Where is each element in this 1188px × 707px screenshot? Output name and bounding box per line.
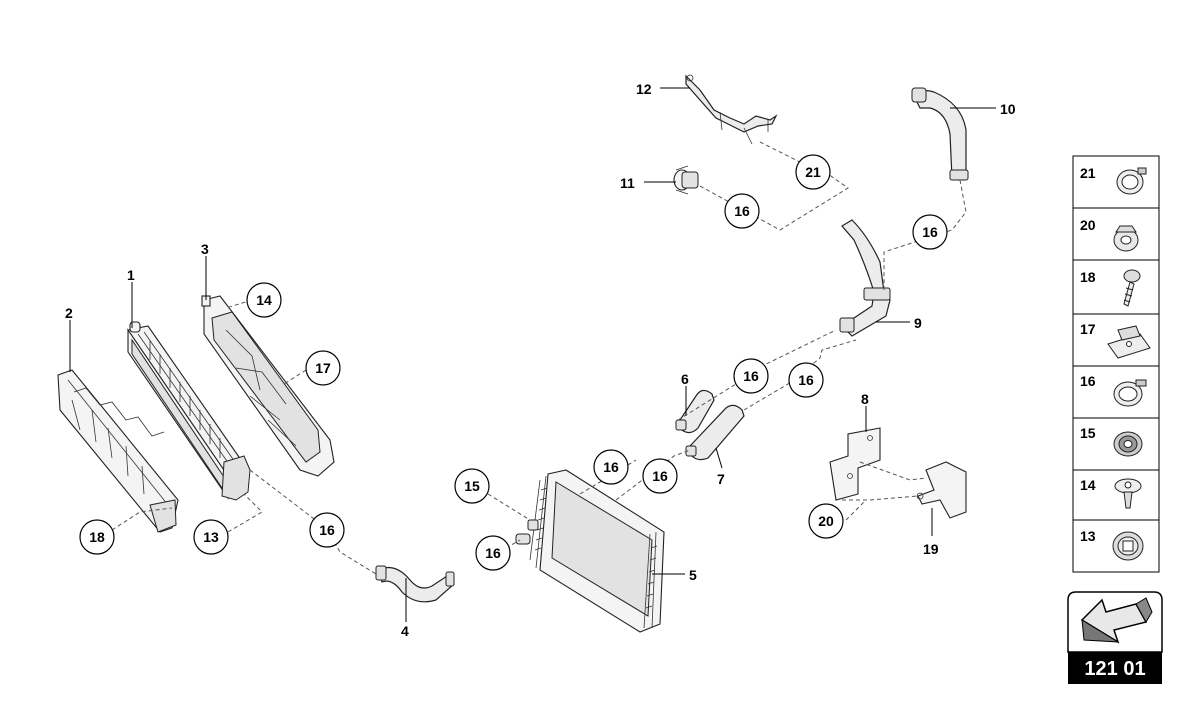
callout-6: 6 (681, 371, 689, 387)
legend-row-17: 17 (1072, 313, 1160, 367)
circled-callout-17: 17 (305, 350, 341, 386)
circled-callout-20: 20 (808, 503, 844, 539)
leader-lines (69, 87, 996, 622)
push-rivet-icon (1114, 478, 1142, 509)
part-radiator-shroud (201, 295, 335, 477)
svg-text:21: 21 (805, 164, 821, 180)
svg-text:17: 17 (1080, 321, 1096, 337)
callout-9: 9 (914, 315, 922, 331)
legend-row-21: 21 (1072, 155, 1160, 209)
part-bracket-8 (829, 427, 881, 501)
circled-callout-16: 16 (593, 449, 629, 485)
rubber-grommet-icon (1112, 531, 1144, 561)
svg-text:16: 16 (734, 203, 750, 219)
part-main-radiator (515, 469, 665, 633)
part-lines-12 (685, 74, 778, 145)
part-lower-hose (375, 565, 455, 603)
circled-callout-21: 21 (795, 154, 831, 190)
svg-text:16: 16 (485, 545, 501, 561)
grommet-icon (1113, 225, 1139, 252)
part-sensor-11 (673, 165, 699, 195)
legend-row-18: 18 (1072, 259, 1160, 315)
callout-3: 3 (201, 241, 209, 257)
circled-callout-18: 18 (79, 519, 115, 555)
legend-row-13: 13 (1072, 519, 1160, 573)
circled-callout-13: 13 (193, 519, 229, 555)
reference-badge: 121 01 (1067, 591, 1163, 684)
callout-11: 11 (620, 175, 635, 191)
svg-text:13: 13 (203, 529, 219, 545)
part-hose-6 (675, 389, 715, 434)
direction-arrow-icon (1080, 597, 1153, 644)
part-bracket-19 (916, 461, 967, 519)
svg-text:14: 14 (256, 292, 272, 308)
callout-8: 8 (861, 391, 869, 407)
svg-text:21: 21 (1080, 165, 1096, 181)
part-side-radiator (127, 321, 251, 501)
legend-row-14: 14 (1072, 469, 1160, 521)
svg-text:17: 17 (315, 360, 331, 376)
circled-callout-16: 16 (309, 512, 345, 548)
legend-row-20: 20 (1072, 207, 1160, 261)
callout-4: 4 (401, 623, 409, 639)
callout-7: 7 (717, 471, 725, 487)
reference-code: 121 01 (1084, 658, 1145, 680)
circled-callouts: 14 17 18 13 16 16 15 16 16 16 16 16 16 2… (79, 154, 948, 571)
svg-text:13: 13 (1080, 528, 1096, 544)
svg-text:16: 16 (743, 368, 759, 384)
svg-text:16: 16 (798, 372, 814, 388)
legend-row-16: 16 (1072, 365, 1160, 419)
callout-1: 1 (127, 267, 135, 283)
callout-19: 19 (923, 541, 939, 557)
circled-callout-16: 16 (733, 358, 769, 394)
part-hose-9 (839, 219, 891, 337)
svg-text:16: 16 (922, 224, 938, 240)
svg-text:20: 20 (1080, 217, 1096, 233)
callout-2: 2 (65, 305, 73, 321)
hose-clamp-icon (1113, 379, 1147, 407)
part-hose-10 (911, 87, 969, 181)
svg-text:16: 16 (603, 459, 619, 475)
rubber-bushing-icon (1113, 431, 1143, 457)
fastener-legend: 21 20 18 (1072, 155, 1160, 573)
clip-nut-icon (1107, 325, 1151, 359)
legend-row-15: 15 (1072, 417, 1160, 471)
circled-callout-16: 16 (724, 193, 760, 229)
callout-10: 10 (1000, 101, 1016, 117)
svg-text:14: 14 (1080, 477, 1096, 493)
circled-callout-15: 15 (454, 468, 490, 504)
circled-callout-16: 16 (912, 214, 948, 250)
svg-text:15: 15 (1080, 425, 1096, 441)
svg-text:18: 18 (1080, 269, 1096, 285)
circled-callout-14: 14 (246, 282, 282, 318)
svg-text:18: 18 (89, 529, 105, 545)
circled-callout-16: 16 (475, 535, 511, 571)
svg-text:16: 16 (652, 468, 668, 484)
callout-12: 12 (636, 81, 652, 97)
callout-labels: 1 2 3 4 5 6 7 8 9 10 11 12 19 (65, 81, 1016, 639)
circled-callout-16: 16 (642, 458, 678, 494)
svg-text:16: 16 (319, 522, 335, 538)
hose-clamp-icon (1116, 167, 1147, 195)
svg-text:20: 20 (818, 513, 834, 529)
svg-text:15: 15 (464, 478, 480, 494)
svg-text:16: 16 (1080, 373, 1096, 389)
callout-5: 5 (689, 567, 697, 583)
screw-icon (1123, 269, 1141, 307)
circled-callout-16: 16 (788, 362, 824, 398)
